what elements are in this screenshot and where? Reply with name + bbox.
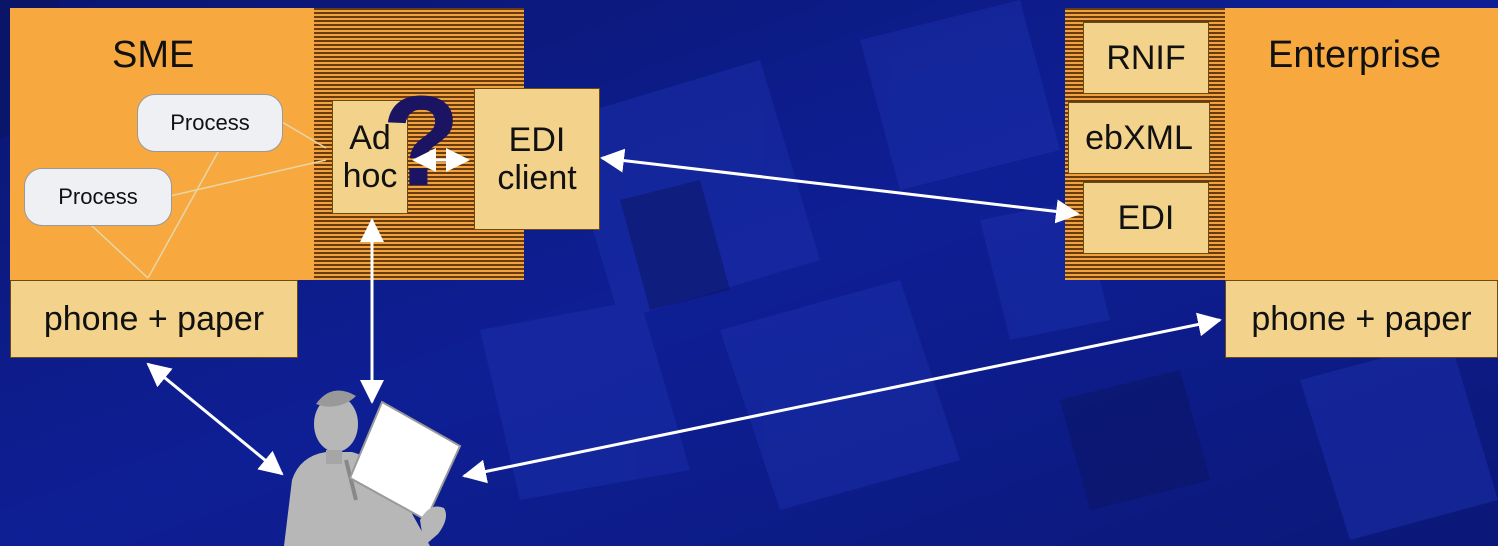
enterprise-title: Enterprise xyxy=(1268,34,1442,76)
adhoc-line1: Ad xyxy=(349,118,391,157)
protocol-rnif-label: RNIF xyxy=(1106,38,1186,77)
edi-client-box: EDI client xyxy=(474,88,600,230)
enterprise-phone-paper-label: phone + paper xyxy=(1251,299,1472,338)
process-bottom-label: Process xyxy=(58,184,138,209)
arrow-person-enterprise-phone xyxy=(462,312,1222,484)
arrow-sme-phone-person xyxy=(146,362,284,476)
question-mark: ? xyxy=(382,70,461,213)
adhoc-line2: hoc xyxy=(342,157,398,195)
process-node-top: Process xyxy=(137,94,283,152)
arrow-edi-client-enterprise-edi xyxy=(600,148,1080,224)
enterprise-panel xyxy=(1225,8,1498,280)
process-top-label: Process xyxy=(170,110,250,135)
protocol-rnif: RNIF xyxy=(1083,22,1209,94)
protocol-edi-label: EDI xyxy=(1117,198,1175,237)
sme-phone-paper-box: phone + paper xyxy=(10,280,298,358)
sme-title: SME xyxy=(112,34,195,76)
protocol-ebxml: ebXML xyxy=(1068,102,1210,174)
adhoc-box: Ad hoc xyxy=(332,100,408,214)
protocol-edi: EDI xyxy=(1083,182,1209,254)
sme-phone-paper-label: phone + paper xyxy=(43,299,265,338)
process-node-bottom: Process xyxy=(24,168,172,226)
protocol-ebxml-label: ebXML xyxy=(1085,118,1193,157)
edi-client-line1: EDI xyxy=(508,120,566,159)
edi-client-line2: client xyxy=(497,159,577,197)
enterprise-phone-paper-box: phone + paper xyxy=(1225,280,1498,358)
